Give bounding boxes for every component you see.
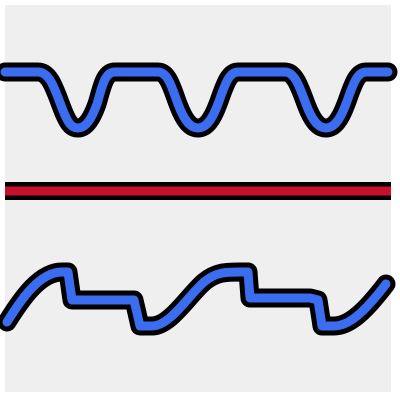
divider-line	[5, 182, 391, 200]
bottom-wave	[0, 262, 396, 336]
top-wave	[0, 62, 398, 138]
